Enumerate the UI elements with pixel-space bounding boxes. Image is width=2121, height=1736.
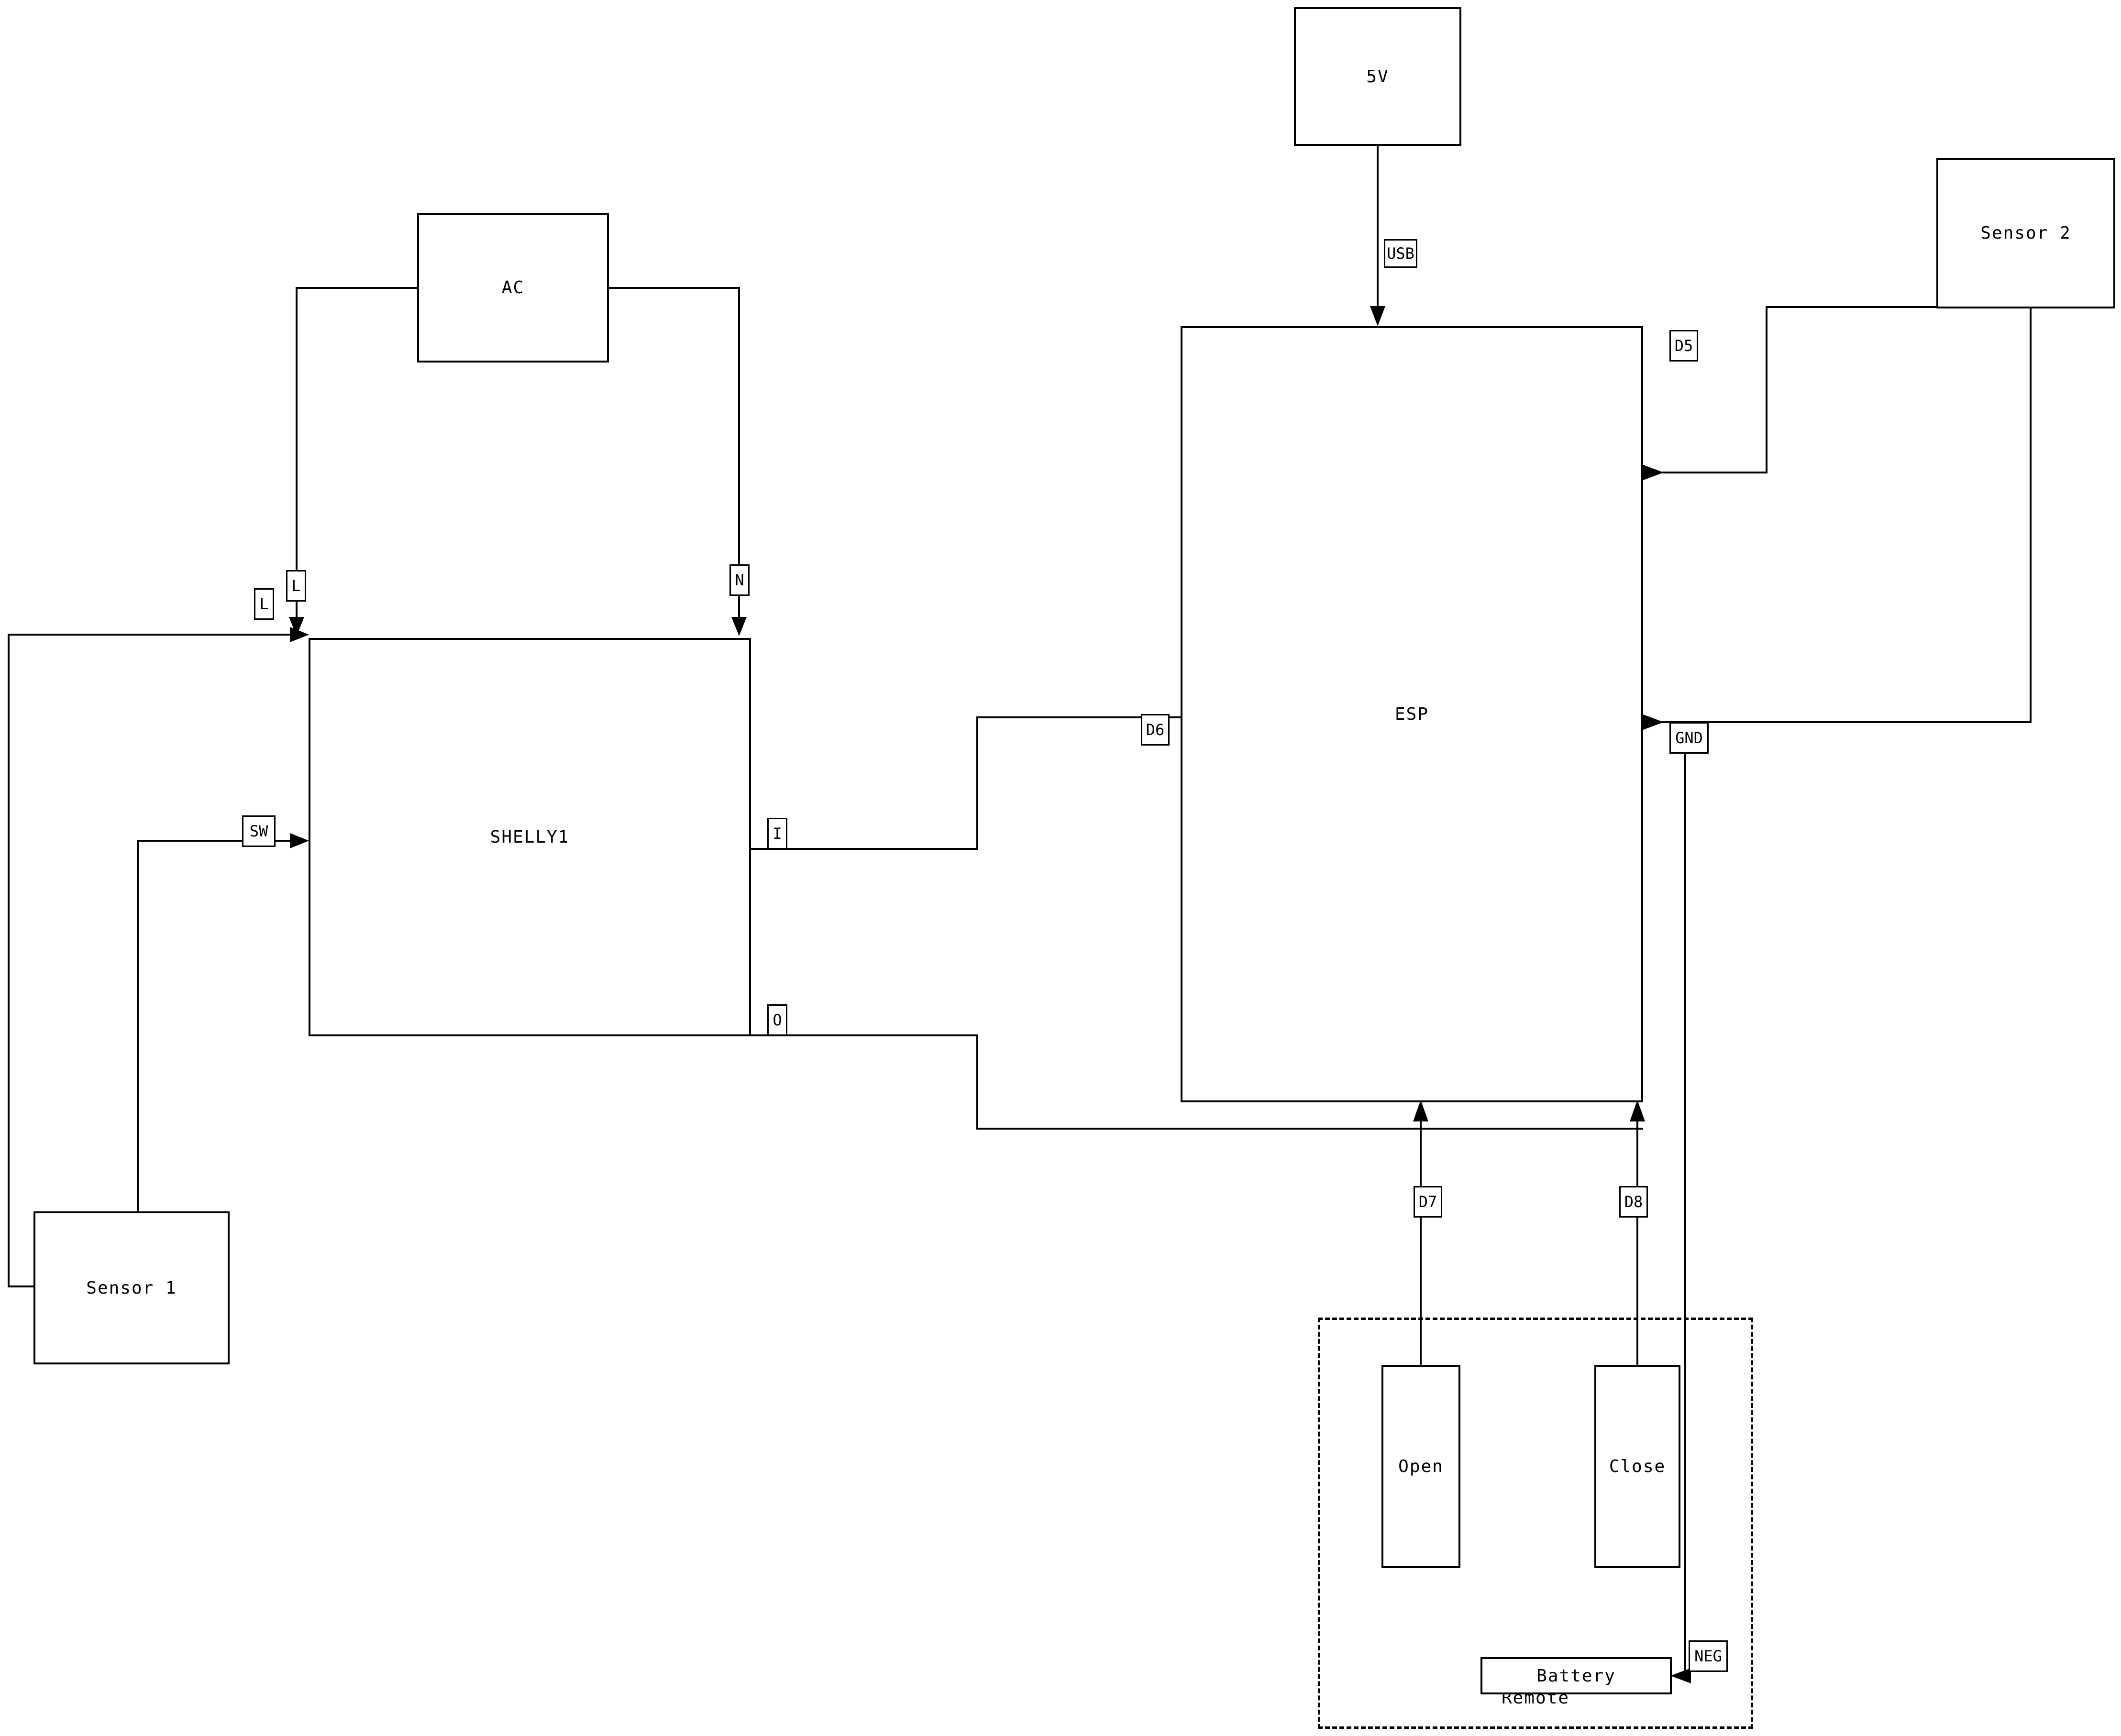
node-open-button[interactable]: Open <box>1381 1365 1460 1568</box>
arrowhead-usb-into-esp <box>1370 306 1385 326</box>
arrowhead-neg-into-battery <box>1670 1668 1691 1683</box>
arrowhead-sensor1-live-into-shelly1 <box>290 627 309 642</box>
node-sensor-2[interactable]: Sensor 2 <box>1936 158 2115 308</box>
node-sensor-2-label: Sensor 2 <box>1980 223 2071 243</box>
wire-shelly1-to-esp-input <box>751 716 1181 850</box>
edge-label-o[interactable]: O <box>767 1004 787 1036</box>
node-sensor-1[interactable]: Sensor 1 <box>33 1211 230 1364</box>
edge-label-gnd[interactable]: GND <box>1669 722 1709 754</box>
edge-label-d6[interactable]: D6 <box>1141 714 1170 746</box>
node-shelly1[interactable]: SHELLY1 <box>309 638 751 1036</box>
connection-arrowheads <box>289 306 1691 1683</box>
edge-label-i[interactable]: I <box>767 818 787 849</box>
node-ac-label: AC <box>501 278 525 297</box>
arrowhead-d5-into-esp <box>1643 465 1664 480</box>
arrowhead-gnd-into-esp <box>1643 714 1664 730</box>
wire-ac-to-shelly1-live <box>296 287 417 622</box>
edge-label-l-sensor1[interactable]: L <box>254 588 274 620</box>
node-close-button-label: Close <box>1609 1457 1666 1476</box>
edge-label-usb[interactable]: USB <box>1384 239 1417 268</box>
wire-ac-to-shelly1-neutral <box>609 287 740 622</box>
node-esp[interactable]: ESP <box>1181 326 1643 1102</box>
group-remote <box>1318 1318 1753 1729</box>
node-sensor-1-label: Sensor 1 <box>86 1278 177 1298</box>
edge-label-n-ac[interactable]: N <box>729 564 750 596</box>
edge-label-neg[interactable]: NEG <box>1689 1640 1728 1672</box>
arrowhead-d8-into-esp <box>1630 1100 1645 1121</box>
edge-label-l-ac[interactable]: L <box>286 570 306 602</box>
node-esp-label: ESP <box>1394 704 1429 724</box>
wire-sensor2-to-esp-d5 <box>1662 306 1936 473</box>
node-close-button[interactable]: Close <box>1594 1365 1680 1568</box>
node-ac[interactable]: AC <box>417 213 609 363</box>
arrowhead-live-into-shelly1 <box>289 617 304 636</box>
wire-sensor1-to-shelly1-live <box>8 634 292 1287</box>
edge-label-d8[interactable]: D8 <box>1619 1186 1648 1218</box>
arrowhead-neutral-into-shelly1 <box>731 617 747 636</box>
node-shelly1-label: SHELLY1 <box>490 827 570 847</box>
node-5v-supply-label: 5V <box>1366 66 1389 87</box>
arrowhead-d7-into-esp <box>1413 1100 1428 1121</box>
edge-label-sw[interactable]: SW <box>242 815 276 847</box>
node-open-button-label: Open <box>1398 1457 1444 1476</box>
wire-shelly1-to-esp-output <box>751 1034 1643 1130</box>
edge-label-d5[interactable]: D5 <box>1669 330 1698 362</box>
node-battery-label: Battery <box>1536 1666 1616 1686</box>
wire-sensor2-to-esp-gnd <box>1662 308 2032 723</box>
arrowhead-switch-into-shelly1 <box>290 833 309 848</box>
edge-label-d7[interactable]: D7 <box>1414 1186 1442 1218</box>
node-5v-supply[interactable]: 5V <box>1294 7 1461 146</box>
wire-sensor1-to-shelly1-switch <box>137 840 293 1211</box>
node-battery[interactable]: Battery <box>1480 1657 1672 1694</box>
